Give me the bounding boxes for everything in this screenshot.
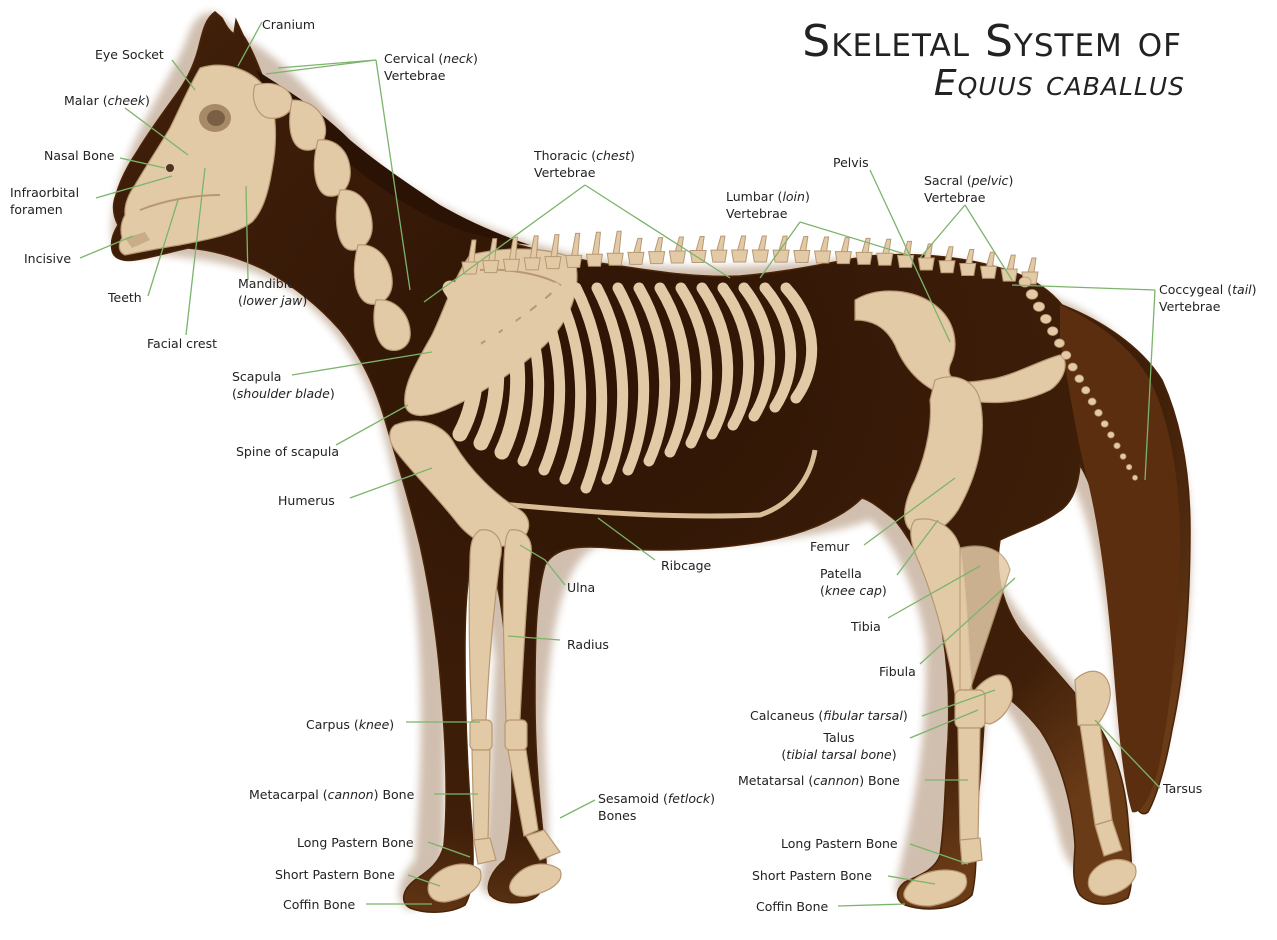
label-cervical: Cervical (neck)Vertebrae [384,50,478,84]
label-sacral: Sacral (pelvic)Vertebrae [924,172,1013,206]
label-cranium: Cranium [262,16,315,33]
label-fore-long-pastern: Long Pastern Bone [297,834,414,851]
tail-vertebra [1095,409,1102,416]
label-mandible: Mandible(lower jaw) [238,275,307,309]
vertebra [815,237,831,263]
label-ulna: Ulna [567,579,595,596]
tail-vertebra [1101,421,1108,427]
vertebra [856,238,872,264]
vertebra [794,237,810,263]
vertebra [566,233,582,267]
label-metatarsal: Metatarsal (cannon) Bone [738,772,900,789]
label-scapula: Scapula(shoulder blade) [232,368,335,402]
tail-vertebra [1126,464,1131,469]
vertebra [586,232,602,266]
vertebra [1001,255,1017,281]
label-metacarpal: Metacarpal (cannon) Bone [249,786,414,803]
vertebra [877,239,893,265]
label-carpus: Carpus (knee) [306,716,394,733]
vertebra [649,238,665,264]
diagram-title-line2: Equus caballus [934,66,1185,102]
tail-vertebra [1068,363,1077,371]
label-tarsus: Tarsus [1163,780,1202,797]
label-teeth: Teeth [108,289,142,306]
label-humerus: Humerus [278,492,335,509]
vertebra [690,237,706,263]
tail-vertebra [1120,454,1126,460]
tail-vertebra [1033,302,1044,311]
label-tibia: Tibia [851,618,881,635]
label-fore-coffin: Coffin Bone [283,896,355,913]
label-spine-of-scapula: Spine of scapula [236,443,339,460]
vertebra [711,236,727,262]
tail-vertebra [1048,327,1058,336]
tail-vertebra [1075,375,1084,383]
diagram-title-line1: Skeletal System of [802,20,1182,64]
tail-vertebra [1108,432,1115,438]
label-fibula: Fibula [879,663,916,680]
vertebra [607,231,623,265]
label-thoracic: Thoracic (chest)Vertebrae [534,147,635,181]
tail-vertebra [1088,398,1096,405]
label-talus: Talus(tibial tarsal bone) [766,729,912,763]
label-hind-coffin: Coffin Bone [756,898,828,915]
label-hind-short-pastern: Short Pastern Bone [752,867,872,884]
vertebra [732,236,748,262]
tail-vertebra [1061,351,1071,359]
label-hind-long-pastern: Long Pastern Bone [781,835,898,852]
tail-vertebra [1082,387,1090,394]
label-facial-crest: Facial crest [147,335,217,352]
label-eye-socket: Eye Socket [95,46,164,63]
label-coccygeal: Coccygeal (tail)Vertebrae [1159,281,1257,315]
label-patella: Patella(knee cap) [820,565,887,599]
tail-vertebra [1026,289,1038,299]
label-calcaneus: Calcaneus (fibular tarsal) [750,707,908,724]
label-femur: Femur [810,538,849,555]
vertebra [835,238,851,264]
label-sesamoid: Sesamoid (fetlock)Bones [598,790,715,824]
label-ribcage: Ribcage [661,557,711,574]
tail-vertebra [1054,339,1064,348]
label-fore-short-pastern: Short Pastern Bone [275,866,395,883]
label-pelvis: Pelvis [833,154,869,171]
label-incisive: Incisive [24,250,71,267]
label-lumbar: Lumbar (loin)Vertebrae [726,188,810,222]
label-nasal-bone: Nasal Bone [44,147,114,164]
label-radius: Radius [567,636,609,653]
tail-vertebra [1040,314,1051,323]
label-malar: Malar (cheek) [64,92,150,109]
vertebra [752,236,768,262]
vertebra [628,238,644,264]
tail-vertebra [1133,475,1138,480]
tail-vertebra [1114,443,1120,449]
